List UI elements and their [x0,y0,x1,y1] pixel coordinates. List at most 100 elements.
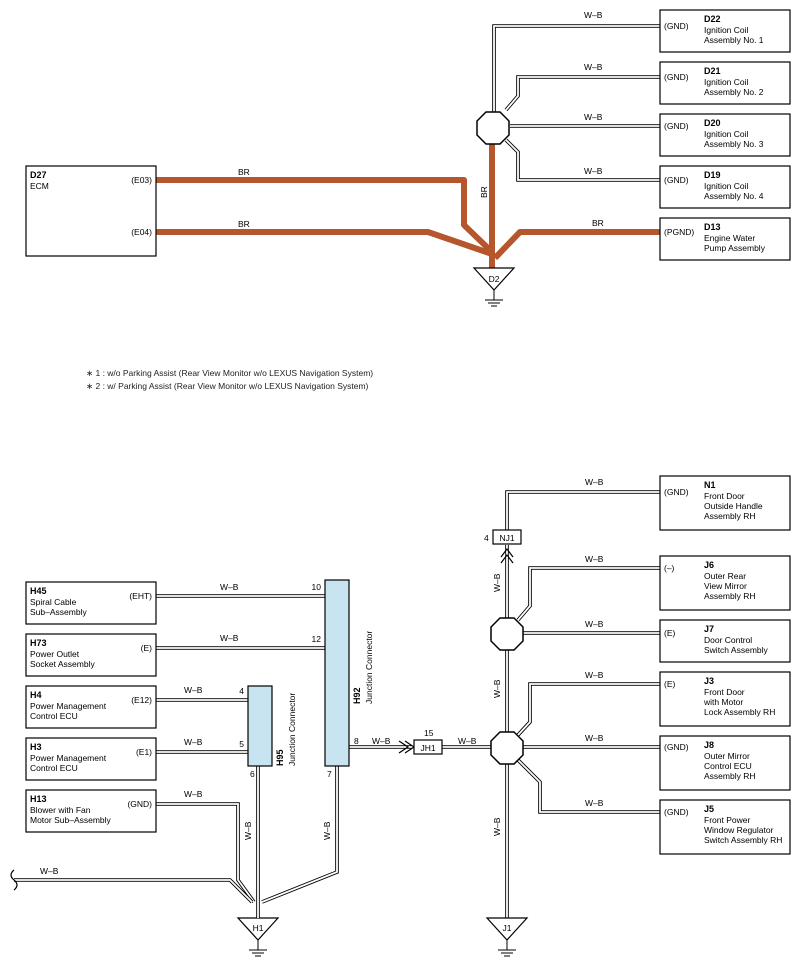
component-pin: (GND) [664,121,689,131]
component-code: H13 [30,794,47,804]
wire-label-br-2: BR [238,219,250,229]
component-code: H73 [30,638,47,648]
component-line: Assembly No. 2 [704,87,764,97]
bottom-diagram: 4 5 6 H95 Junction Connector 10 12 8 7 H… [10,475,791,957]
wire-label-wb-d19: W–B [584,166,603,176]
wire-label-wb: W–B [220,582,239,592]
wire-label-wb: W–B [585,798,604,808]
splice-octagon [476,111,510,145]
wire-label-wb-vertical: W–B [492,679,502,698]
wire-label-wb: W–B [458,736,477,746]
component-line: Power Management [30,753,107,763]
ecm-box: D27 ECM (E03) (E04) [25,165,157,257]
component-j6: (–) J6 Outer Rear View Mirror Assembly R… [659,555,791,611]
note-2: ∗ 2 : w/ Parking Assist (Rear View Monit… [86,381,369,391]
component-d13: (PGND) D13 Engine Water Pump Assembly [659,217,791,261]
component-pin: (E) [664,679,676,689]
component-code: D13 [704,222,721,232]
component-line: Engine Water [704,233,755,243]
component-line: Door Control [704,635,752,645]
component-h4: H4 Power Management Control ECU (E12) [25,685,157,729]
h95-pin-6: 6 [250,769,255,779]
nj1-pin: 4 [484,533,489,543]
h95-code: H95 [275,749,285,766]
wire-label-wb: W–B [585,477,604,487]
wire-label-br-3: BR [592,218,604,228]
component-pin: (GND) [664,175,689,185]
component-code: H4 [30,690,42,700]
jh1-code: JH1 [420,743,435,753]
component-pin: (GND) [664,742,689,752]
component-line: Ignition Coil [704,129,749,139]
component-line: Ignition Coil [704,181,749,191]
wire-label-wb-d21: W–B [584,62,603,72]
wire-label-wb-vertical: W–B [492,817,502,836]
h92-pin-7: 7 [327,769,332,779]
wire-label-wb: W–B [220,633,239,643]
notes: ∗ 1 : w/o Parking Assist (Rear View Moni… [86,368,373,391]
component-code: J7 [704,624,714,634]
wire-label-wb-vertical: W–B [322,821,332,840]
wire-label-wb: W–B [585,619,604,629]
component-h3: H3 Power Management Control ECU (E1) [25,737,157,781]
component-code: N1 [704,480,716,490]
component-line: Power Outlet [30,649,80,659]
note-1: ∗ 1 : w/o Parking Assist (Rear View Moni… [86,368,373,378]
component-line: Assembly No. 3 [704,139,764,149]
component-line: Switch Assembly RH [704,835,782,845]
h95-pin-4: 4 [239,686,244,696]
ground-h1-label: H1 [253,923,264,933]
component-line: Ignition Coil [704,25,749,35]
component-code: H3 [30,742,42,752]
component-pin: (GND) [664,487,689,497]
right-component-boxes: (GND) N1 Front Door Outside Handle Assem… [659,475,791,855]
component-pin: (GND) [664,72,689,82]
component-code: D21 [704,66,721,76]
off-page-mark-icon [10,869,18,891]
component-line: Assembly No. 4 [704,191,764,201]
component-code: D22 [704,14,721,24]
ecm-pin-e04: (E04) [131,227,152,237]
component-h45: H45 Spiral Cable Sub–Assembly (EHT) [25,581,157,625]
h92-code: H92 [352,687,362,704]
top-component-boxes: (GND) D22 Ignition Coil Assembly No. 1 (… [659,9,791,261]
component-line: with Motor [703,697,743,707]
component-line: Outer Rear [704,571,746,581]
nj1-code: NJ1 [499,533,514,543]
wire-label-wb-vertical: W–B [243,821,253,840]
connector-jh1: JH1 15 [398,728,443,755]
wire-label-wb: W–B [40,866,59,876]
top-wb-wires [492,24,660,182]
wire-label-wb-d22: W–B [584,10,603,20]
h92-pin-10: 10 [312,582,322,592]
wire-label-wb: W–B [585,733,604,743]
component-line: Assembly RH [704,591,755,601]
wire-label-wb: W–B [372,736,391,746]
component-d22: (GND) D22 Ignition Coil Assembly No. 1 [659,9,791,53]
component-line: Switch Assembly [704,645,769,655]
component-line: Blower with Fan [30,805,91,815]
h95-name: Junction Connector [287,693,297,766]
component-line: Sub–Assembly [30,607,87,617]
component-pin: (PGND) [664,227,694,237]
component-line: Control ECU [30,763,78,773]
h92-pin-12: 12 [312,634,322,644]
component-pin: (E1) [136,747,152,757]
component-line: Socket Assembly [30,659,95,669]
component-line: Window Regulator [704,825,774,835]
component-pin: (E) [141,643,153,653]
ecm-code: D27 [30,170,47,180]
jh1-pin: 15 [424,728,434,738]
left-component-boxes: H45 Spiral Cable Sub–Assembly (EHT) H73 … [25,581,157,833]
wire-label-wb: W–B [585,670,604,680]
component-d20: (GND) D20 Ignition Coil Assembly No. 3 [659,113,791,157]
junction-connector-h92: 10 12 8 7 H92 Junction Connector [312,579,374,779]
component-d19: (GND) D19 Ignition Coil Assembly No. 4 [659,165,791,209]
ground-j1-label: J1 [503,923,512,933]
component-line: Lock Assembly RH [704,707,775,717]
wire-label-wb: W–B [585,554,604,564]
component-code: D19 [704,170,721,180]
h92-pin-8: 8 [354,736,359,746]
component-code: J8 [704,740,714,750]
bottom-right-wires [505,490,660,920]
